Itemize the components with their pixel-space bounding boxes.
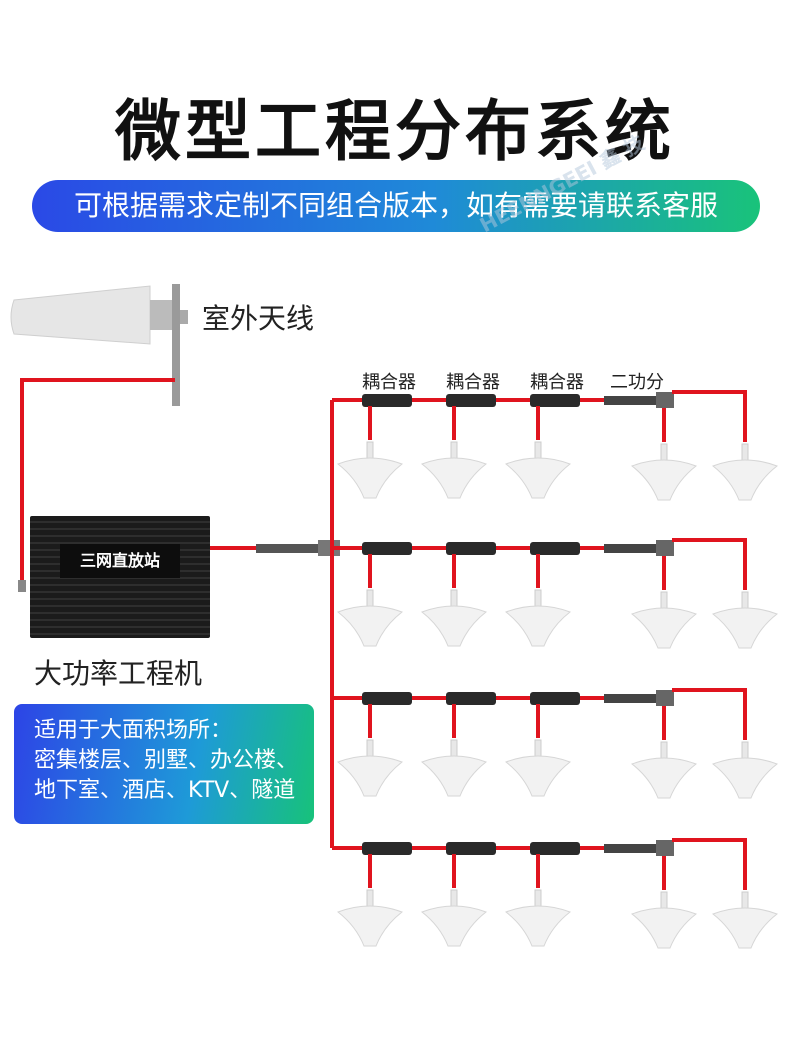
splitter-cable-icon [604,844,660,853]
ceiling-antenna-icon [504,755,572,797]
ceiling-antenna-icon [630,907,698,949]
antenna-feed-cable [20,378,175,582]
coupler-label-1: 耦合器 [362,372,416,393]
coupler-icon [362,692,412,705]
splitter-icon [656,690,674,706]
splitter-output-cable [672,390,747,442]
main-cable [210,540,340,556]
coupler-icon [446,542,496,555]
machine-connector [18,580,26,592]
ceiling-antenna-icon [630,459,698,501]
coupler-icon [446,692,496,705]
ceiling-antenna-icon [336,457,404,499]
coupler-label-3: 耦合器 [530,372,584,393]
info-line-1: 适用于大面积场所： [34,718,233,743]
coupler-icon [530,692,580,705]
splitter-icon [656,540,674,556]
ceiling-antenna-icon [504,457,572,499]
coupler-icon [362,542,412,555]
ceiling-antenna-icon [420,905,488,947]
info-line-2: 密集楼层、别墅、办公楼、 [34,748,299,773]
usage-info-box: 适用于大面积场所： 密集楼层、别墅、办公楼、 地下室、酒店、KTV、隧道 [14,704,314,824]
ceiling-antenna-icon [711,907,779,949]
outdoor-antenna-label: 室外天线 [202,302,315,335]
splitter-label: 二功分 [610,372,664,393]
ceiling-antenna-icon [630,607,698,649]
splitter-icon [656,840,674,856]
page-title: 微型工程分布系统 [115,93,675,170]
machine-plate: 三网直放站 [60,544,180,578]
ceiling-antenna-icon [336,605,404,647]
ceiling-antenna-icon [711,607,779,649]
splitter-cable-icon [604,544,660,553]
coupler-icon [530,394,580,407]
splitter-cable-icon [604,694,660,703]
customization-banner: 可根据需求定制不同组合版本，如有需要请联系客服 [32,180,760,232]
coupler-icon [446,394,496,407]
ceiling-antenna-icon [420,605,488,647]
outdoor-antenna-icon [10,284,188,406]
coupler-icon [362,394,412,407]
splitter-icon [656,392,674,408]
ceiling-antenna-icon [711,459,779,501]
coupler-icon [530,542,580,555]
info-line-3: 地下室、酒店、KTV、隧道 [34,778,296,803]
coupler-icon [446,842,496,855]
splitter-cable-icon [604,396,660,405]
ceiling-antenna-icon [336,905,404,947]
coupler-icon [362,842,412,855]
ceiling-antenna-icon [504,605,572,647]
ceiling-antenna-icon [420,755,488,797]
splitter-output-cable [672,838,747,890]
ceiling-antenna-icon [711,757,779,799]
coupler-label-2: 耦合器 [446,372,500,393]
splitter-output-cable [672,538,747,590]
machine-label: 大功率工程机 [34,657,203,690]
ceiling-antenna-icon [420,457,488,499]
ceiling-antenna-icon [504,905,572,947]
coupler-icon [530,842,580,855]
branch-rows [332,390,779,949]
ceiling-antenna-icon [630,757,698,799]
splitter-output-cable [672,688,747,740]
ceiling-antenna-icon [336,755,404,797]
repeater-machine: 三网直放站 [30,516,210,638]
